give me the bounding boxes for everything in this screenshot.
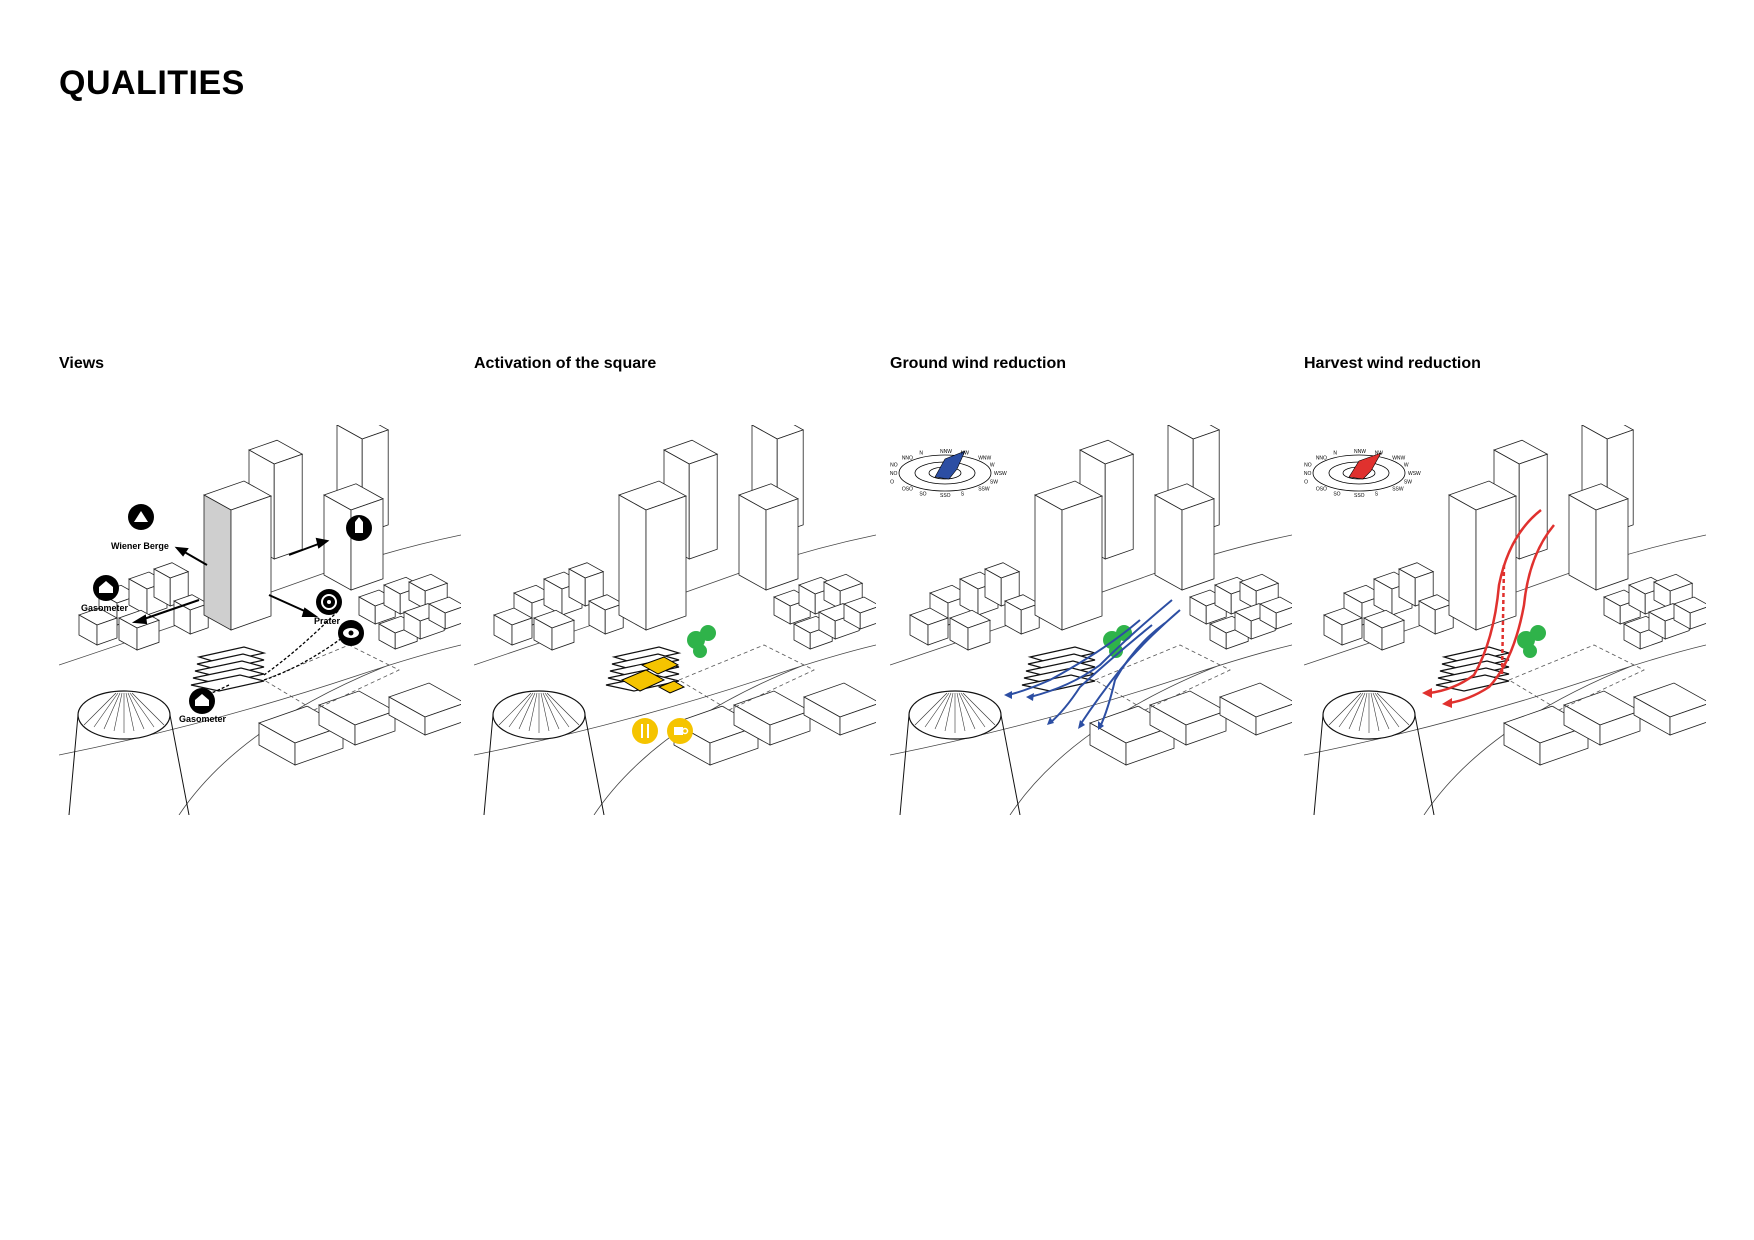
wind-rose-label: SSO (940, 493, 951, 499)
eye-icon (338, 620, 364, 646)
wind-rose-label: ONO (890, 471, 898, 477)
wind-rose-label: NW (961, 451, 970, 457)
wind-rose-label: SO (919, 491, 926, 497)
icon-gasometer (93, 575, 119, 601)
wind-arrows (1007, 599, 1181, 728)
wind-rose-label: WSW (1408, 471, 1421, 477)
wind-rose-label: NW (1375, 451, 1384, 457)
wind-rose-label: SW (990, 479, 998, 485)
panel-activation: Activation of the square (474, 355, 876, 815)
wind-rose-label: ONO (1304, 471, 1312, 477)
panel-title-harvest-wind: Harvest wind reduction (1304, 355, 1481, 372)
page-title: QUALITIES (59, 64, 245, 102)
restaurant-icon (632, 718, 658, 744)
wind-rose-label: NNO (902, 455, 913, 461)
wind-rose-label: N (919, 451, 923, 457)
wind-rose-label: WSW (994, 471, 1007, 477)
wind-rose-label: OSO (1316, 487, 1327, 493)
wind-rose-label: NNW (1354, 449, 1366, 455)
activation-diagram (474, 425, 876, 815)
wind-rose-label: S (961, 491, 965, 497)
label-prater: Prater (314, 616, 341, 626)
wind-rose-label: WNW (978, 455, 991, 461)
wind-rose-label: WNW (1392, 455, 1405, 461)
views-diagram: Wiener Berge Gasometer Prater Gasometer (59, 425, 461, 815)
icon-wiener-berge (128, 504, 154, 530)
wind-rose-label: SW (1404, 479, 1412, 485)
wind-rose-label: O (1304, 479, 1308, 485)
wind-rose-label: OSO (902, 487, 913, 493)
label-gasometer: Gasometer (81, 603, 129, 613)
panel-views: Views Wiener Berge Gasometer Prater (59, 355, 461, 815)
wind-arrows (1428, 509, 1555, 705)
label-gasometer-2: Gasometer (179, 714, 227, 724)
panel-title-views: Views (59, 355, 105, 372)
wind-rose-label: SSW (1392, 487, 1404, 493)
wind-rose-label: SO (1333, 491, 1340, 497)
yellow-pavilions (620, 656, 686, 694)
wind-rose-label: SSO (1354, 493, 1365, 499)
wind-arrowheads (1004, 691, 1104, 730)
wind-rose-label: O (890, 479, 894, 485)
wind-rose-label: NNO (1316, 455, 1327, 461)
wind-rose-label: W (990, 463, 995, 469)
view-arrows (131, 537, 330, 625)
wind-arrowheads (1422, 688, 1452, 708)
wind-rose-label: NO (890, 463, 898, 469)
cafe-icon (667, 718, 693, 744)
wind-rose-label: NNW (940, 449, 952, 455)
icon-gasometer-2 (189, 688, 215, 714)
wind-rose-label: SSW (978, 487, 990, 493)
icon-prater (316, 589, 342, 615)
icon-stephansdom (346, 515, 372, 541)
wind-rose-label: W (1404, 463, 1409, 469)
panel-title-ground-wind: Ground wind reduction (890, 355, 1066, 372)
wind-rose-label: N (1333, 451, 1337, 457)
green-trees (687, 625, 716, 658)
label-wiener-berge: Wiener Berge (111, 541, 169, 551)
panel-title-activation: Activation of the square (474, 355, 657, 372)
wind-rose-label: NO (1304, 463, 1312, 469)
green-trees (1517, 625, 1546, 658)
wind-rose-label: S (1375, 491, 1379, 497)
